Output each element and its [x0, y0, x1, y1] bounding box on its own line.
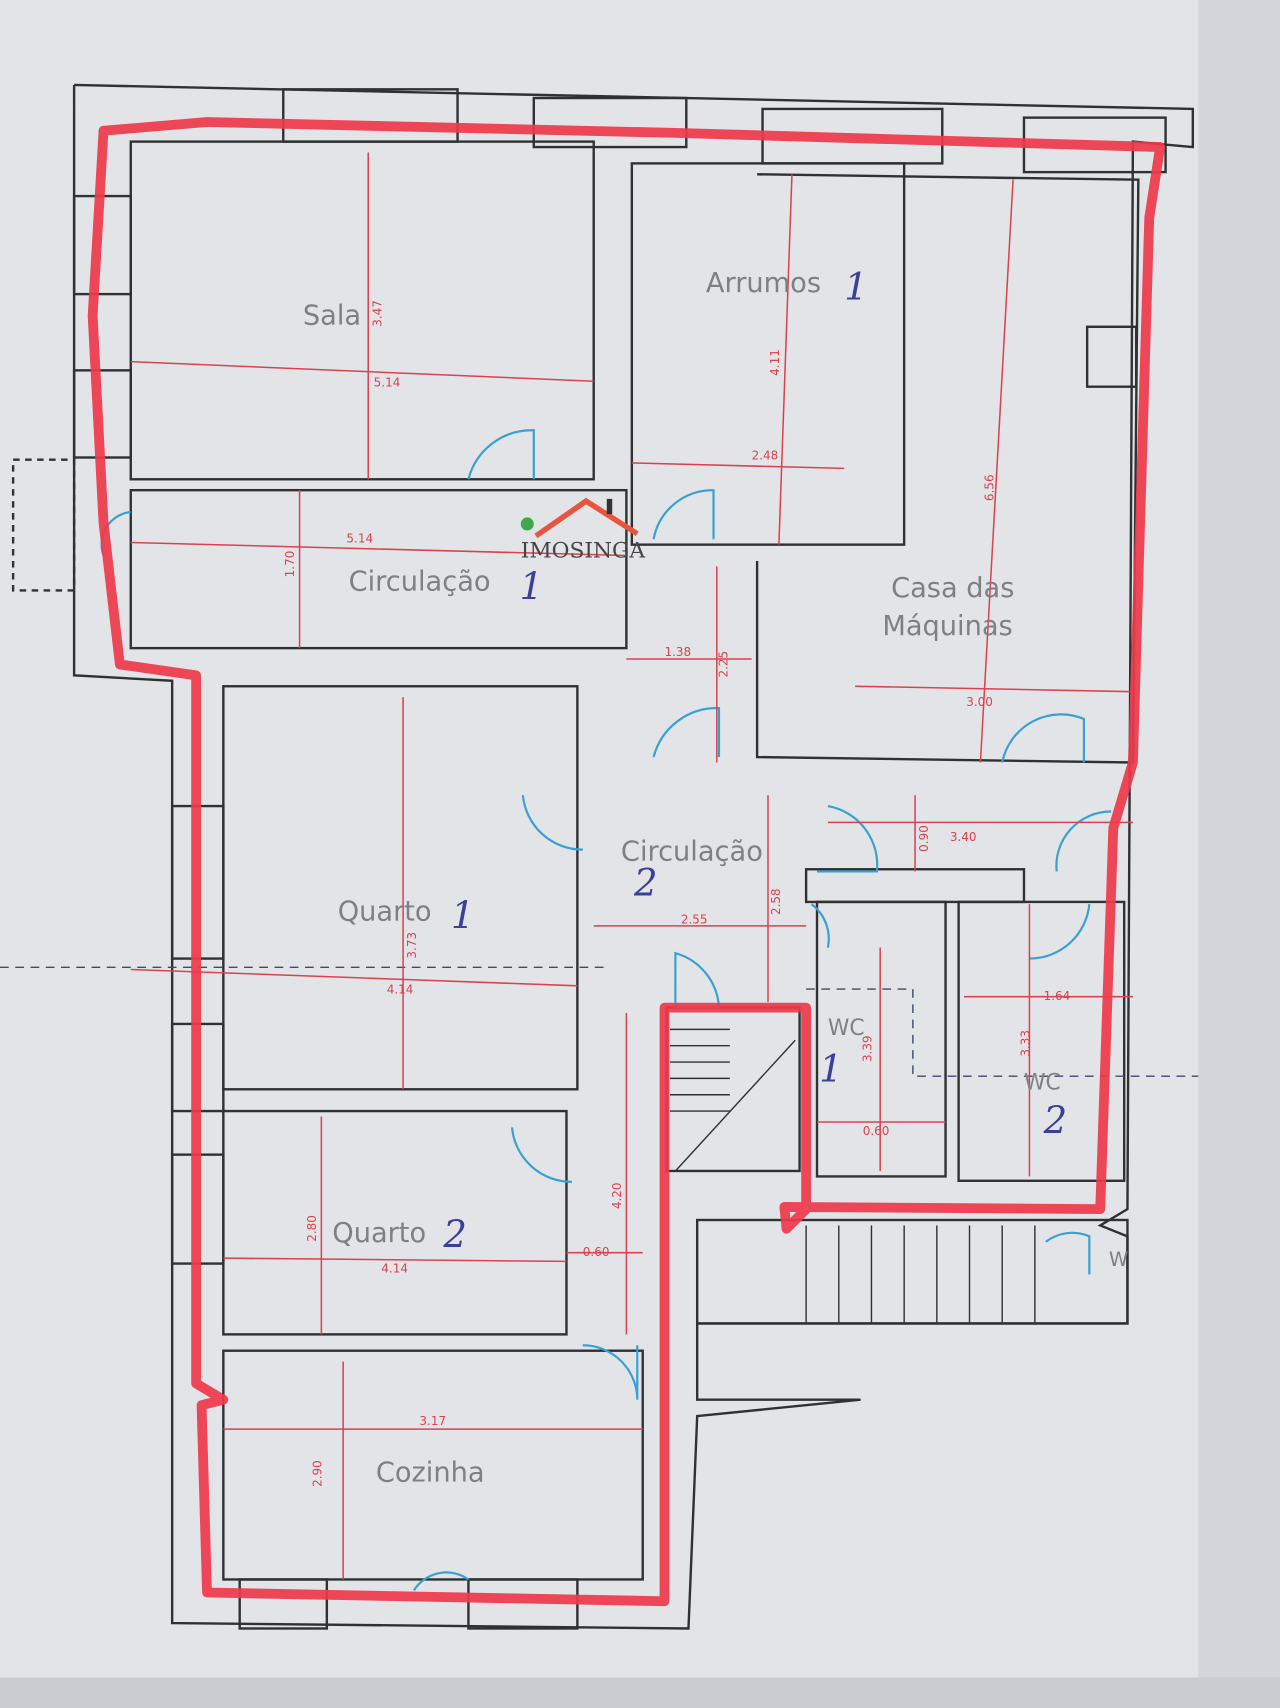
room-casa-das-maquinas-line2: Máquinas [882, 611, 1012, 642]
dim-label: 6.56 [982, 474, 996, 501]
dim-label: 3.40 [950, 830, 977, 844]
dim-label: 0.90 [917, 825, 931, 852]
imosinga-logo: IMOSINGA [520, 497, 646, 564]
dim-label: 2.55 [681, 913, 708, 927]
room-arrumos: Arrumos [706, 268, 821, 299]
room-cozinha: Cozinha [376, 1457, 485, 1488]
screen-bottom [0, 1677, 1280, 1708]
handwritten-mark: 2 [442, 1213, 467, 1256]
dim-label: 4.20 [610, 1182, 624, 1209]
dim-label: 3.73 [405, 932, 419, 959]
dim-label: 2.25 [717, 651, 731, 678]
dim-label: 2.80 [305, 1215, 319, 1242]
dim-label: 5.14 [346, 531, 373, 545]
dim-label: 3.17 [419, 1414, 446, 1428]
logo-text: IMOSINGA [521, 539, 646, 564]
dim-label: 2.90 [310, 1460, 324, 1487]
room-quarto-1: Quarto [338, 896, 432, 927]
dim-label: 5.14 [374, 376, 401, 390]
room-circulacao-2: Circulação [621, 837, 763, 868]
room-sala: Sala [303, 301, 361, 332]
dim-label: 1.64 [1044, 989, 1071, 1003]
dim-label: 2.58 [769, 888, 783, 915]
dim-label: 3.00 [966, 695, 993, 709]
dim-label: 4.14 [387, 982, 414, 996]
dim-label: 3.39 [860, 1035, 874, 1062]
dim-label: 3.47 [370, 300, 384, 327]
highlight-outline [87, 117, 1166, 1607]
stair-treads [669, 1028, 1036, 1324]
handwritten-mark: 2 [1043, 1099, 1068, 1142]
dim-label: 0.60 [583, 1245, 610, 1259]
handwritten-mark: 1 [844, 266, 868, 309]
handwritten-mark: 2 [633, 861, 658, 904]
dim-label: 3.33 [1018, 1030, 1032, 1057]
handwritten-mark: 1 [819, 1048, 843, 1091]
screen-edge [1198, 0, 1280, 1708]
section-line [806, 988, 1199, 1077]
dimension-labels: 3.47 5.14 4.11 2.48 6.56 1.70 5.14 1.38 … [283, 300, 1070, 1487]
room-quarto-2: Quarto [332, 1218, 426, 1249]
dim-label: 4.11 [768, 349, 782, 376]
dim-label: 0.60 [863, 1124, 890, 1138]
dimension-lines [130, 152, 1133, 1580]
dim-label: 1.70 [283, 551, 297, 578]
room-casa-das-maquinas: Casa das [891, 573, 1014, 604]
room-wc-1: WC [828, 1016, 865, 1041]
dim-label: 1.38 [665, 645, 692, 659]
dim-label: 4.14 [381, 1261, 408, 1275]
dim-label: 2.48 [752, 449, 779, 463]
handwritten-mark: 1 [451, 894, 475, 937]
room-wc-3: W [1109, 1248, 1128, 1271]
room-wc-2: WC [1024, 1070, 1061, 1095]
room-labels: Sala Arrumos 1 Casa das Máquinas Circula… [303, 266, 1128, 1489]
room-circulacao-1: Circulação [349, 566, 491, 597]
handwritten-mark: 1 [520, 565, 544, 608]
